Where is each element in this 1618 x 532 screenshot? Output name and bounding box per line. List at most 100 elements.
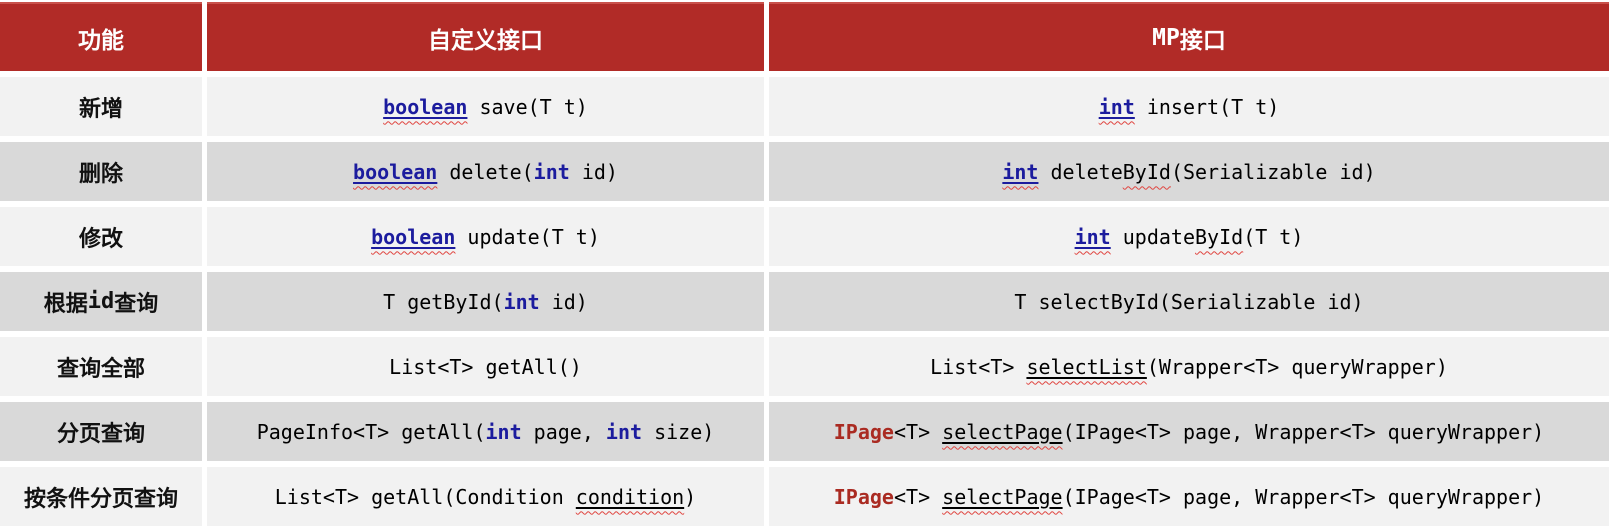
code-segment: condition xyxy=(576,485,684,509)
code-segment: IPage xyxy=(833,484,894,509)
code-segment: 修改 xyxy=(78,225,123,252)
custom-interface-code-cell: PageInfo<T> getAll(int page, int size) xyxy=(207,402,764,461)
code-segment: boolean xyxy=(371,225,455,249)
code-segment: T selectById(Serializable id) xyxy=(1014,289,1364,314)
code-segment: int xyxy=(1075,225,1111,249)
custom-interface-code-cell: List<T> getAll(Condition condition) xyxy=(207,467,764,526)
code-segment: ById xyxy=(1195,224,1244,249)
feature-cell: 新增 xyxy=(0,77,202,136)
code-segment: boolean xyxy=(353,160,437,184)
code-segment: update(T t) xyxy=(455,224,600,249)
code-segment: selectList xyxy=(1026,354,1147,379)
code-segment: id) xyxy=(569,159,618,184)
code-segment: 查询 xyxy=(114,290,159,317)
header-mp-suffix: 接口 xyxy=(1179,27,1226,54)
code-segment: id) xyxy=(539,289,588,314)
code-segment: (Wrapper<T> queryWrapper) xyxy=(1146,354,1448,379)
mp-interface-code-cell: int insert(T t) xyxy=(769,77,1609,136)
code-segment: 根据 xyxy=(43,290,88,317)
code-segment: boolean xyxy=(383,94,468,119)
custom-interface-code-cell: boolean update(T t) xyxy=(207,207,764,266)
table-row: 按条件分页查询 List<T> getAll(Condition conditio… xyxy=(0,467,1609,526)
feature-cell: 删除 xyxy=(0,142,202,201)
code-segment: ById xyxy=(1195,225,1243,249)
code-segment: update xyxy=(1110,224,1196,249)
mp-interface-code-cell: IPage<T> selectPage(IPage<T> page, Wrapp… xyxy=(769,467,1609,526)
code-segment: T getById( xyxy=(383,289,504,314)
code-segment: PageInfo<T> getAll( xyxy=(256,419,486,444)
mp-interface-code-cell: IPage<T> selectPage(IPage<T> page, Wrapp… xyxy=(769,402,1609,461)
code-segment: List<T> getAll(Condition xyxy=(274,484,576,509)
code-segment: int xyxy=(1002,159,1039,184)
code-segment: boolean xyxy=(371,224,456,249)
header-feature-label: 功能 xyxy=(78,27,124,54)
feature-cell: 按条件分页查询 xyxy=(0,467,202,526)
code-segment: <T> xyxy=(893,419,943,444)
table-row: 查询全部 List<T> getAll() List<T> selectList(W… xyxy=(0,337,1609,396)
code-segment: ById xyxy=(1122,159,1171,184)
code-segment: int xyxy=(1074,224,1111,249)
code-segment: selectPage xyxy=(942,420,1062,444)
code-segment: id xyxy=(87,289,115,314)
code-segment: <T> xyxy=(893,484,943,509)
code-segment: int xyxy=(605,419,643,444)
header-cell-feature: 功能 xyxy=(0,2,202,71)
code-segment: save(T t) xyxy=(467,94,588,119)
header-cell-custom-interface: 自定义接口 xyxy=(207,2,764,71)
code-segment: 按条件分页查询 xyxy=(23,485,178,512)
code-segment: int xyxy=(485,419,522,444)
code-segment: 查询全部 xyxy=(56,355,145,382)
code-segment: int xyxy=(1002,160,1038,184)
code-segment: 删除 xyxy=(78,160,123,187)
custom-interface-code-cell: T getById(int id) xyxy=(207,272,764,331)
code-segment: IPage xyxy=(833,419,894,444)
code-segment: selectPage xyxy=(942,484,1063,509)
code-segment: 新增 xyxy=(78,95,123,122)
code-segment: (Serializable id) xyxy=(1170,159,1376,184)
custom-interface-code-cell: List<T> getAll() xyxy=(207,337,764,396)
code-segment: ById xyxy=(1123,160,1171,184)
code-segment: int xyxy=(503,289,540,314)
code-segment: ) xyxy=(684,484,697,509)
mp-interface-code-cell: List<T> selectList(Wrapper<T> queryWrapp… xyxy=(769,337,1609,396)
code-segment: List<T> getAll() xyxy=(389,354,582,379)
code-segment: 分页查询 xyxy=(56,420,145,447)
feature-cell: 查询全部 xyxy=(0,337,202,396)
code-segment: (T t) xyxy=(1243,224,1304,249)
code-segment: selectPage xyxy=(942,419,1063,444)
code-segment: insert(T t) xyxy=(1134,94,1280,119)
code-segment: page, xyxy=(521,419,606,444)
code-segment: int xyxy=(533,159,570,184)
code-segment: condition xyxy=(575,484,685,509)
code-segment: (IPage<T> page, Wrapper<T> queryWrapper) xyxy=(1062,484,1545,509)
code-segment: boolean xyxy=(383,95,467,119)
feature-cell: 分页查询 xyxy=(0,402,202,461)
mp-interface-code-cell: T selectById(Serializable id) xyxy=(769,272,1609,331)
custom-interface-code-cell: boolean save(T t) xyxy=(207,77,764,136)
code-segment: List<T> xyxy=(930,354,1027,379)
code-segment: selectList xyxy=(1026,355,1146,379)
code-segment: int xyxy=(1098,94,1135,119)
code-segment: selectPage xyxy=(942,485,1062,509)
code-segment: delete xyxy=(1038,159,1123,184)
code-segment: size) xyxy=(642,419,715,444)
header-mp-prefix: MP xyxy=(1152,24,1180,51)
custom-interface-code-cell: boolean delete(int id) xyxy=(207,142,764,201)
header-custom-label: 自定义接口 xyxy=(428,27,543,54)
code-segment: (IPage<T> page, Wrapper<T> queryWrapper) xyxy=(1062,419,1545,444)
code-segment: boolean xyxy=(353,159,438,184)
code-segment: delete( xyxy=(437,159,534,184)
feature-cell: 修改 xyxy=(0,207,202,266)
